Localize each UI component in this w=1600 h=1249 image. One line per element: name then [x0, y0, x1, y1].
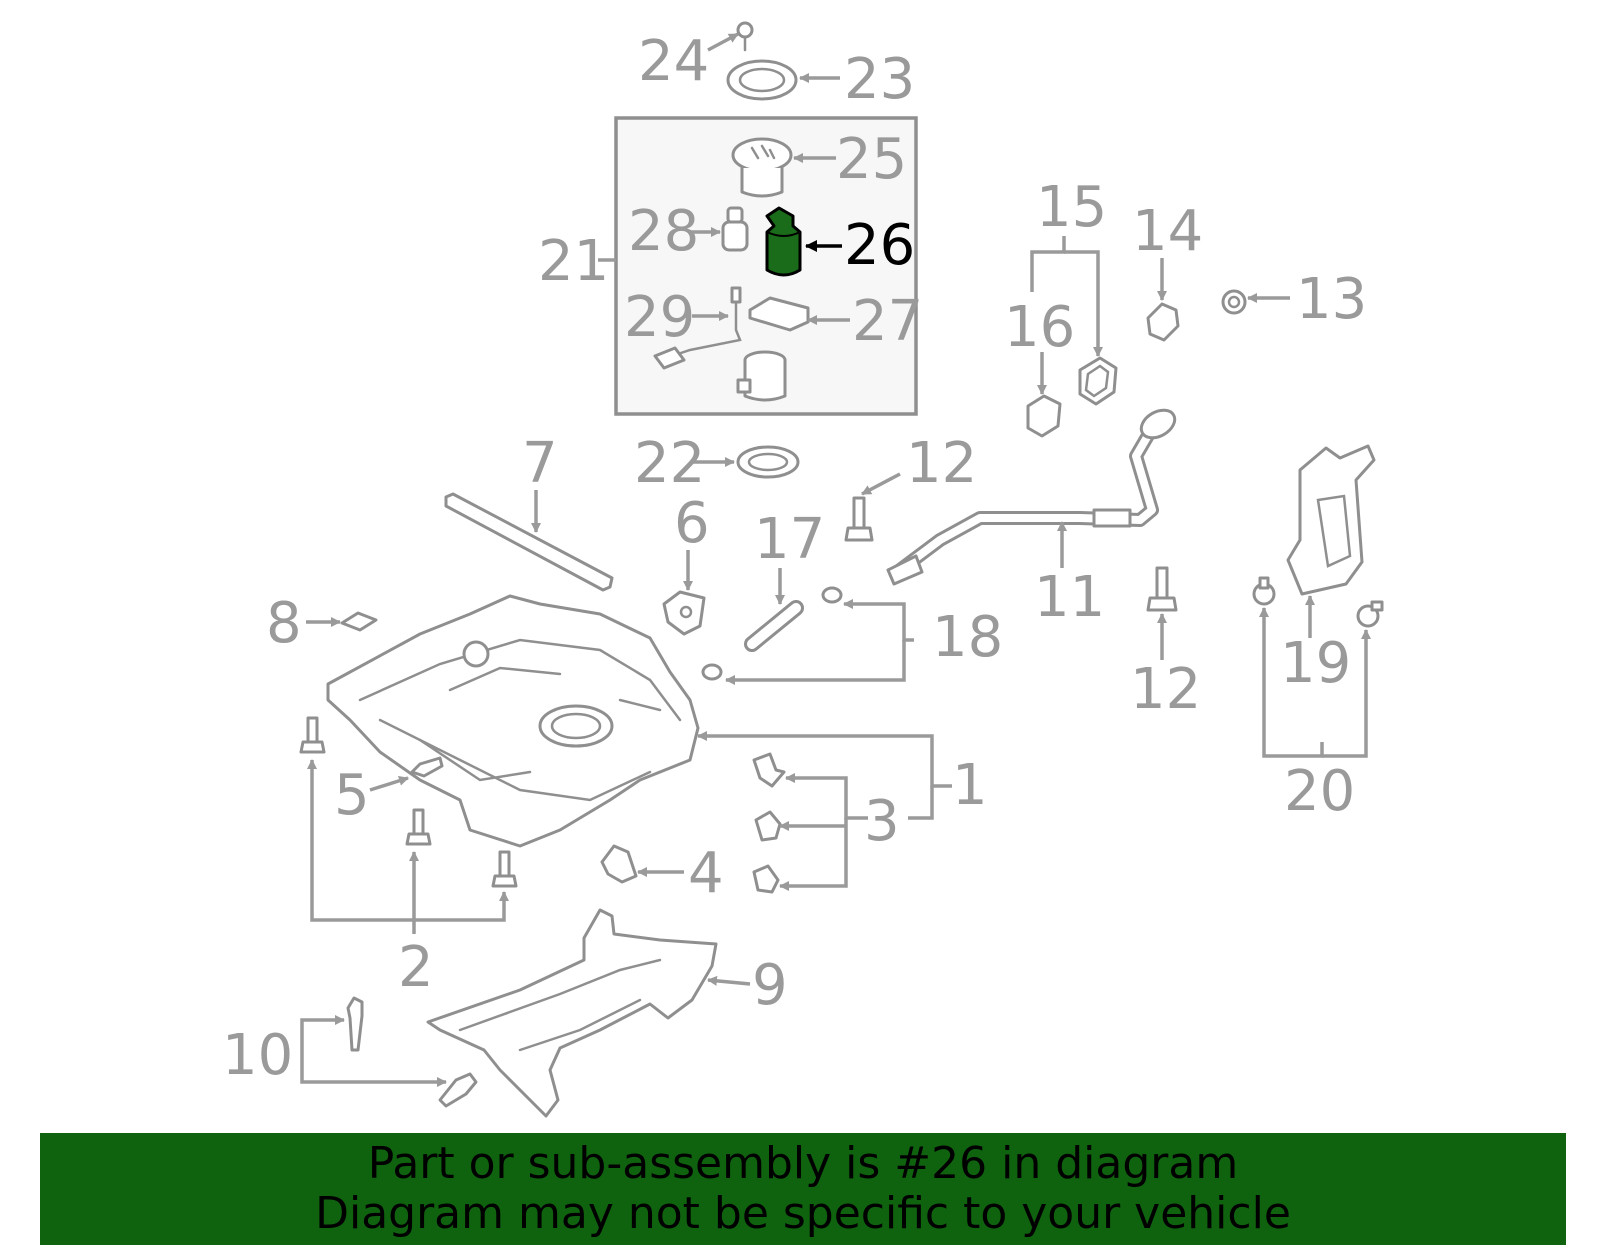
callout-25: 25	[836, 127, 907, 192]
part-6-bracket[interactable]	[662, 590, 706, 636]
part-13-cap[interactable]	[1221, 289, 1247, 315]
part-2-bolt-middle[interactable]	[405, 808, 432, 846]
part-12-bolt-upper[interactable]	[844, 496, 874, 542]
callout-20: 20	[1284, 759, 1355, 824]
part-20-bolt-left[interactable]	[1252, 576, 1276, 606]
callout-28: 28	[628, 199, 699, 264]
callout-10: 10	[222, 1023, 293, 1088]
part-1-fuel-tank[interactable]	[326, 594, 700, 848]
callout-18: 18	[932, 605, 1003, 670]
callout-12-lower: 12	[1130, 657, 1201, 722]
part-18-clamp-upper[interactable]	[821, 586, 843, 604]
callout-23: 23	[844, 47, 915, 112]
part-18-clamp-lower[interactable]	[701, 663, 723, 681]
callout-12-upper: 12	[906, 431, 977, 496]
part-12-bolt-lower[interactable]	[1146, 566, 1178, 612]
part-8-pad[interactable]	[340, 611, 378, 632]
part-5-bolt[interactable]	[410, 756, 444, 778]
callout-15: 15	[1036, 175, 1107, 240]
leader-lines	[300, 32, 1371, 1087]
callout-3: 3	[864, 789, 900, 854]
part-3-clip-top[interactable]	[752, 752, 786, 788]
part-11-filler-pipe[interactable]	[886, 405, 1180, 586]
part-17-hose[interactable]	[744, 600, 804, 652]
callout-19: 19	[1280, 631, 1351, 696]
part-19-heat-shield[interactable]	[1286, 444, 1376, 596]
part-3-clip-middle[interactable]	[754, 810, 782, 842]
callout-9: 9	[752, 953, 788, 1018]
callout-8: 8	[266, 591, 302, 656]
part-4-bracket[interactable]	[600, 844, 638, 884]
part-16-seal[interactable]	[1026, 394, 1062, 438]
callout-21: 21	[538, 229, 609, 294]
part-10-clip-lower[interactable]	[438, 1072, 478, 1108]
part-3-clip-bottom[interactable]	[752, 864, 780, 894]
part-26-fuel-pump[interactable]	[765, 206, 802, 277]
callout-13: 13	[1296, 267, 1367, 332]
pump-reservoir[interactable]	[736, 350, 787, 402]
part-2-bolt-left[interactable]	[299, 716, 326, 754]
banner-line-2: Diagram may not be specific to your vehi…	[315, 1188, 1291, 1239]
callout-5: 5	[334, 763, 370, 828]
part-25-pump-flange[interactable]	[731, 137, 793, 198]
callout-29: 29	[624, 285, 695, 350]
part-9-under-cover[interactable]	[426, 908, 718, 1118]
callout-2: 2	[398, 935, 434, 1000]
part-24-screw[interactable]	[736, 21, 754, 52]
callout-22: 22	[634, 431, 705, 496]
callout-7: 7	[522, 431, 558, 496]
part-28-fuel-filter[interactable]	[721, 206, 749, 252]
callout-17: 17	[754, 507, 825, 572]
part-2-bolt-right[interactable]	[491, 850, 518, 888]
callout-27: 27	[852, 289, 923, 354]
callout-4: 4	[688, 841, 724, 906]
callout-14: 14	[1132, 199, 1203, 264]
part-23-lock-ring[interactable]	[726, 59, 798, 101]
part-7-insulator-strip[interactable]	[444, 492, 614, 592]
callout-6: 6	[674, 491, 710, 556]
part-22-gasket[interactable]	[736, 445, 800, 479]
part-15-grommet[interactable]	[1078, 356, 1118, 406]
banner-line-1: Part or sub-assembly is #26 in diagram	[367, 1138, 1239, 1189]
callout-26: 26	[844, 213, 915, 278]
callout-16: 16	[1004, 295, 1075, 360]
info-banner: Part or sub-assembly is #26 in diagram D…	[40, 1133, 1566, 1245]
callout-24: 24	[638, 29, 709, 94]
part-10-clip-upper[interactable]	[346, 996, 364, 1052]
part-14-seal[interactable]	[1146, 302, 1180, 342]
callout-1: 1	[952, 753, 988, 818]
callout-11: 11	[1034, 565, 1105, 630]
part-20-bolt-right[interactable]	[1356, 600, 1384, 628]
part-29-fuel-gauge-float[interactable]	[653, 286, 742, 370]
